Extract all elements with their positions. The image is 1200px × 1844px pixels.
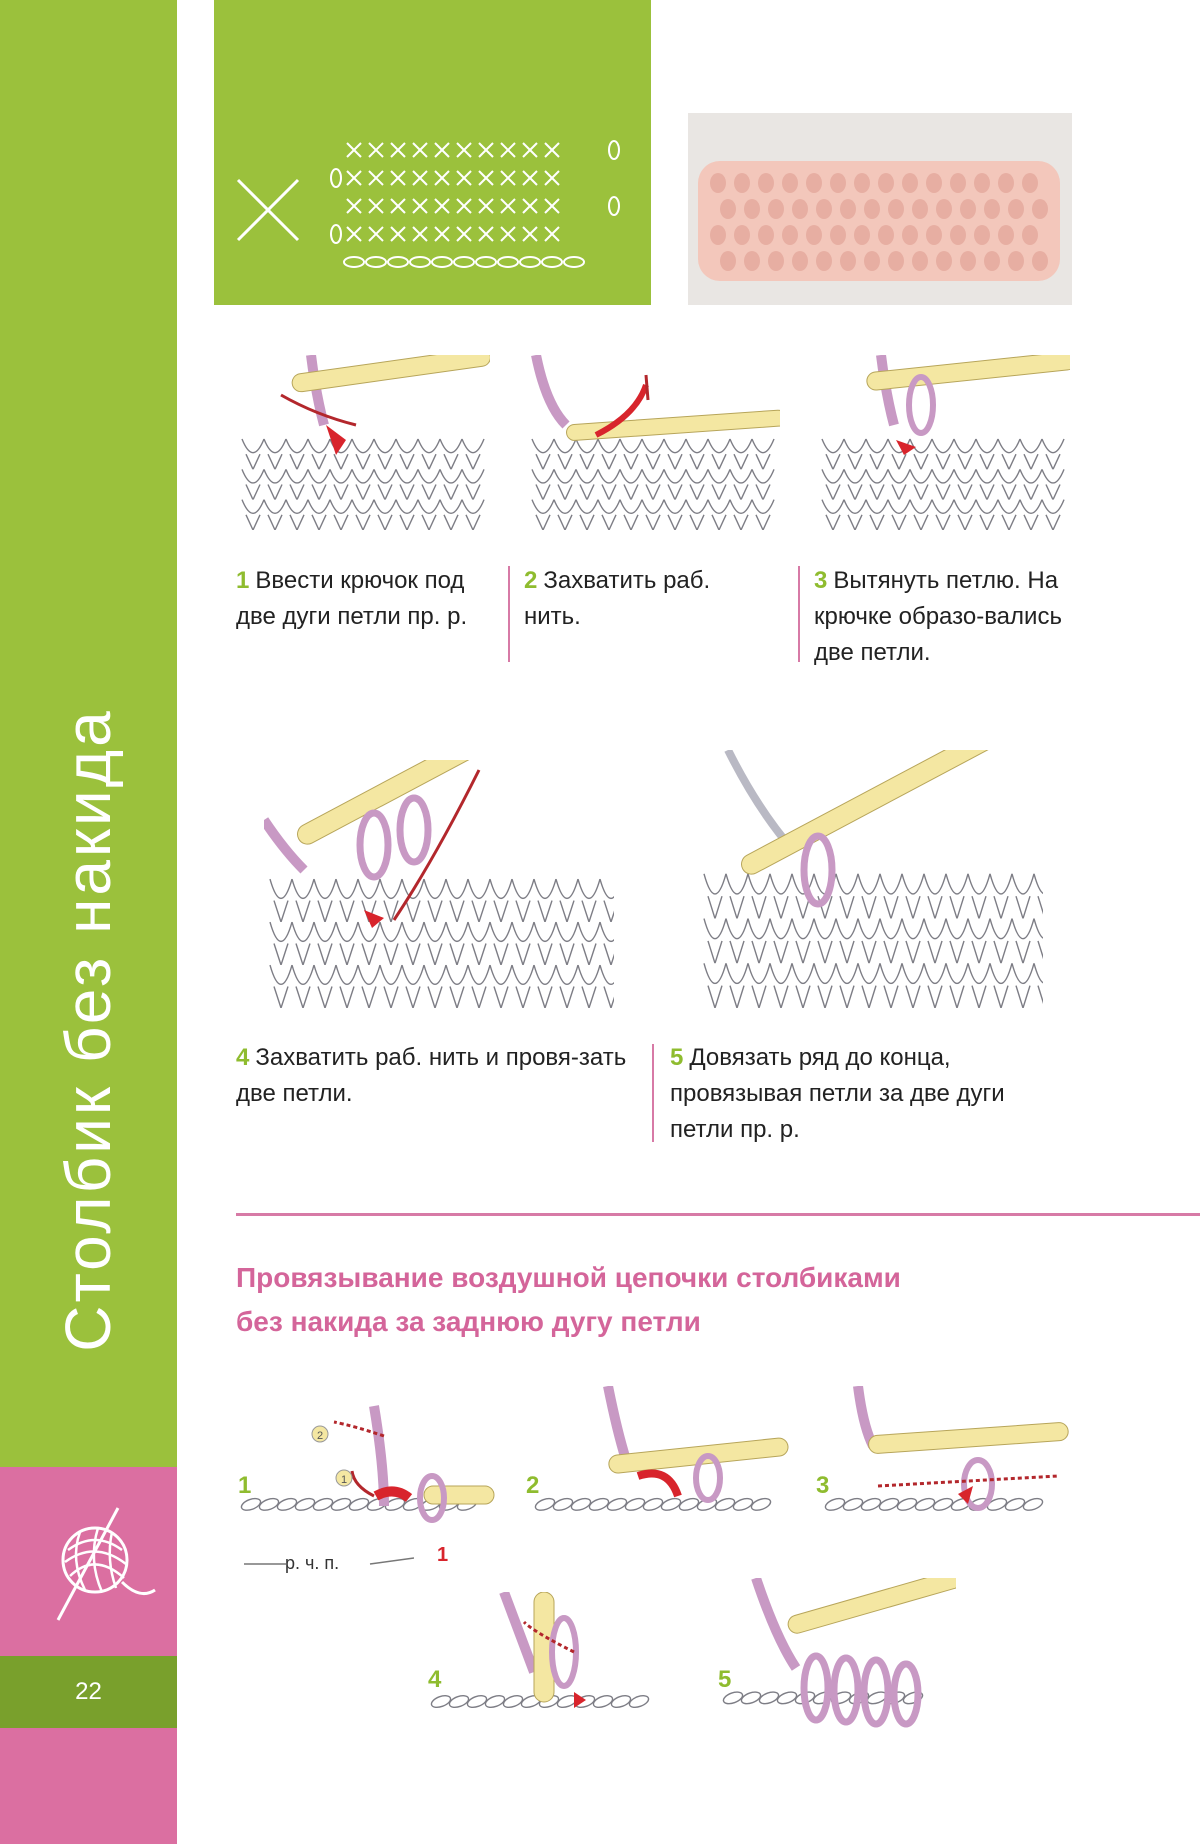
section-heading-line-1: Провязывание воздушной цепочки столбикам… bbox=[236, 1256, 1136, 1300]
step-3-number: 3 bbox=[814, 567, 827, 594]
page-number: 22 bbox=[0, 1656, 177, 1728]
chain-step-1-illustration: 1 2 bbox=[234, 1386, 500, 1546]
step-2-number: 2 bbox=[524, 567, 537, 594]
step-3-illustration bbox=[816, 355, 1070, 530]
chain-step-1-number: 1 bbox=[238, 1472, 251, 1500]
step-4-number: 4 bbox=[236, 1044, 249, 1071]
chain-step-4-illustration bbox=[424, 1592, 684, 1740]
caption-divider bbox=[652, 1044, 654, 1142]
step-1-number: 1 bbox=[236, 567, 249, 594]
chain-step-2-illustration bbox=[528, 1386, 794, 1546]
red-marker-number: 1 bbox=[437, 1544, 448, 1567]
step-5-number: 5 bbox=[670, 1044, 683, 1071]
chain-step-5-number: 5 bbox=[718, 1666, 731, 1694]
step-2-illustration bbox=[526, 355, 780, 530]
caption-divider bbox=[508, 566, 510, 662]
chain-step-4-number: 4 bbox=[428, 1666, 441, 1694]
chain-step-5-illustration bbox=[716, 1578, 956, 1740]
chain-rchp-label: р. ч. п. bbox=[285, 1553, 339, 1574]
step-4-illustration bbox=[264, 760, 614, 1008]
section-divider bbox=[236, 1213, 1200, 1216]
page-title: Столбик без накида bbox=[51, 708, 125, 1351]
sidebar-title-area: Столбик без накида bbox=[0, 0, 177, 1467]
step-1-illustration bbox=[236, 355, 490, 530]
chain-step-3-number: 3 bbox=[816, 1472, 829, 1500]
yarn-ball-icon bbox=[40, 1490, 160, 1630]
step-5-text: Довязать ряд до конца, провязывая петли … bbox=[670, 1044, 1005, 1143]
step-5-illustration bbox=[698, 750, 1043, 1008]
section-heading: Провязывание воздушной цепочки столбикам… bbox=[236, 1256, 1136, 1344]
step-3-text: Вытянуть петлю. На крючке образо-вались … bbox=[814, 567, 1062, 666]
step-1-text: Ввести крючок под две дуги петли пр. р. bbox=[236, 567, 467, 630]
chain-step-2-number: 2 bbox=[526, 1472, 539, 1500]
step-4-text: Захватить раб. нить и провя-зать две пет… bbox=[236, 1044, 626, 1107]
section-heading-line-2: без накида за заднюю дугу петли bbox=[236, 1300, 1136, 1344]
circle-1-label: 1 bbox=[341, 1474, 347, 1486]
knitted-sample-photo bbox=[688, 113, 1072, 305]
circle-2-label: 2 bbox=[317, 1430, 323, 1442]
step-2-text: Захватить раб. нить. bbox=[524, 567, 710, 630]
caption-divider bbox=[798, 566, 800, 662]
stitch-schema-box bbox=[214, 0, 651, 305]
chain-step-3-illustration bbox=[818, 1386, 1072, 1546]
